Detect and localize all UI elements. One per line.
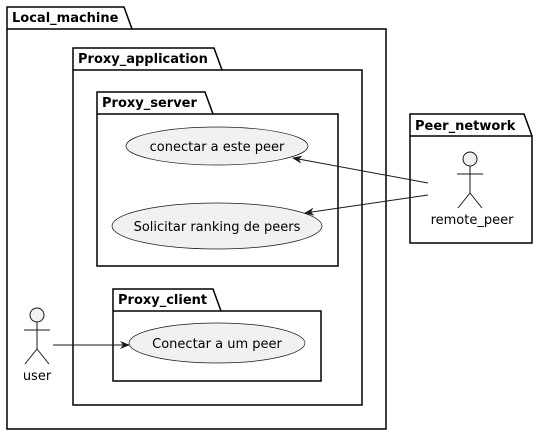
package-title-proxy-server: Proxy_server [102,96,197,111]
actor-remote-peer: remote_peer [431,151,515,228]
actor-label-user: user [23,369,52,384]
package-title-proxy-client: Proxy_client [118,293,207,308]
actor-label-remote-peer: remote_peer [431,213,515,228]
actor-user: user [23,307,52,384]
association-remote-peer-to-connect-this-peer [292,155,429,184]
use-case-connect-to-this-peer: conectar a este peer [125,126,309,166]
use-case-label-connect-to-this-peer: conectar a este peer [150,140,285,155]
package-title-local-machine: Local_machine [12,11,119,26]
stick-figure-icon [24,307,50,365]
stick-figure-icon [457,151,483,209]
use-case-label-connect-to-a-peer: Conectar a um peer [152,337,282,352]
use-case-request-peer-ranking: Solicitar ranking de peers [111,202,323,250]
use-case-connect-to-a-peer: Conectar a um peer [128,322,306,364]
package-title-peer-network: Peer_network [415,119,516,134]
package-peer-network: Peer_network [409,113,533,244]
use-case-label-request-peer-ranking: Solicitar ranking de peers [134,220,301,235]
association-remote-peer-to-request-ranking [304,194,429,216]
package-title-proxy-application: Proxy_application [78,52,208,67]
